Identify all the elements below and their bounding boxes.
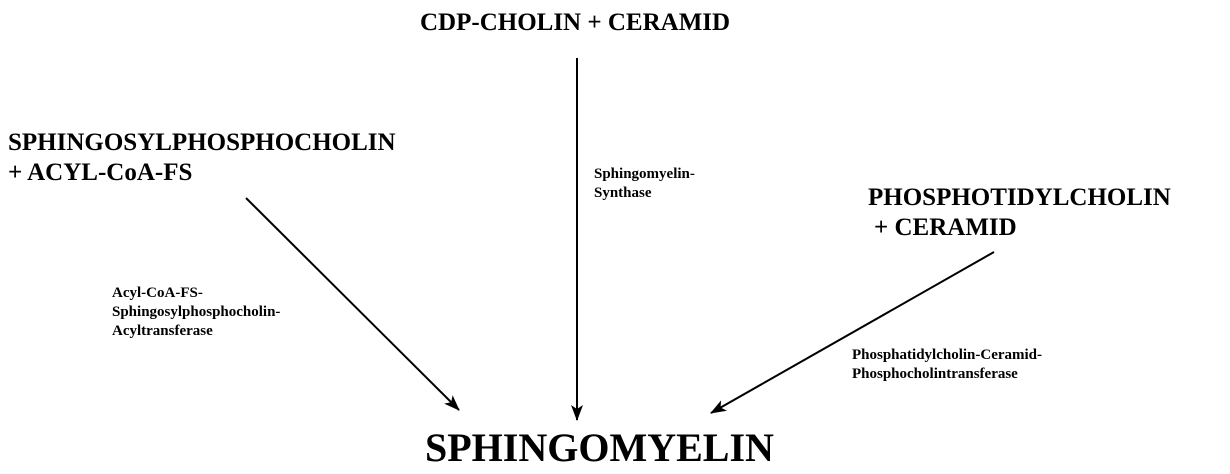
enzyme-right-line1: Phosphatidylcholin-Ceramid-	[852, 347, 1043, 363]
enzyme-left-line1: Acyl-CoA-FS-	[112, 285, 203, 301]
arrow-right	[710, 251, 995, 414]
enzyme-right-label: Phosphatidylcholin-Ceramid- Phosphocholi…	[852, 346, 1042, 384]
enzyme-center-line2: Synthase	[594, 184, 652, 201]
enzyme-right-line2: Phosphocholintransferase	[852, 365, 1018, 382]
node-right-substrates: PHOSPHOTIDYLCHOLIN + CERAMID	[868, 183, 1171, 243]
node-right-line1: PHOSPHOTIDYLCHOLIN	[868, 184, 1171, 211]
node-top-substrates: CDP-CHOLIN + CERAMID	[420, 9, 731, 36]
node-left-line2: + ACYL-CoA-FS	[8, 159, 193, 186]
enzyme-center-line1: Sphingomyelin-	[594, 166, 695, 182]
node-left-substrates: SPHINGOSYLPHOSPHOCHOLIN + ACYL-CoA-FS	[8, 128, 396, 188]
enzyme-left-line2: Sphingosylphosphocholin-	[112, 303, 281, 320]
enzyme-left-line3: Acyltransferase	[112, 322, 213, 339]
enzyme-left-label: Acyl-CoA-FS- Sphingosylphosphocholin- Ac…	[112, 284, 280, 340]
arrow-left	[245, 197, 460, 411]
node-left-line1: SPHINGOSYLPHOSPHOCHOLIN	[8, 129, 396, 156]
enzyme-center-label: Sphingomyelin- Synthase	[594, 165, 695, 203]
node-right-line2: + CERAMID	[874, 214, 1017, 241]
node-product: SPHINGOMYELIN	[425, 425, 774, 470]
